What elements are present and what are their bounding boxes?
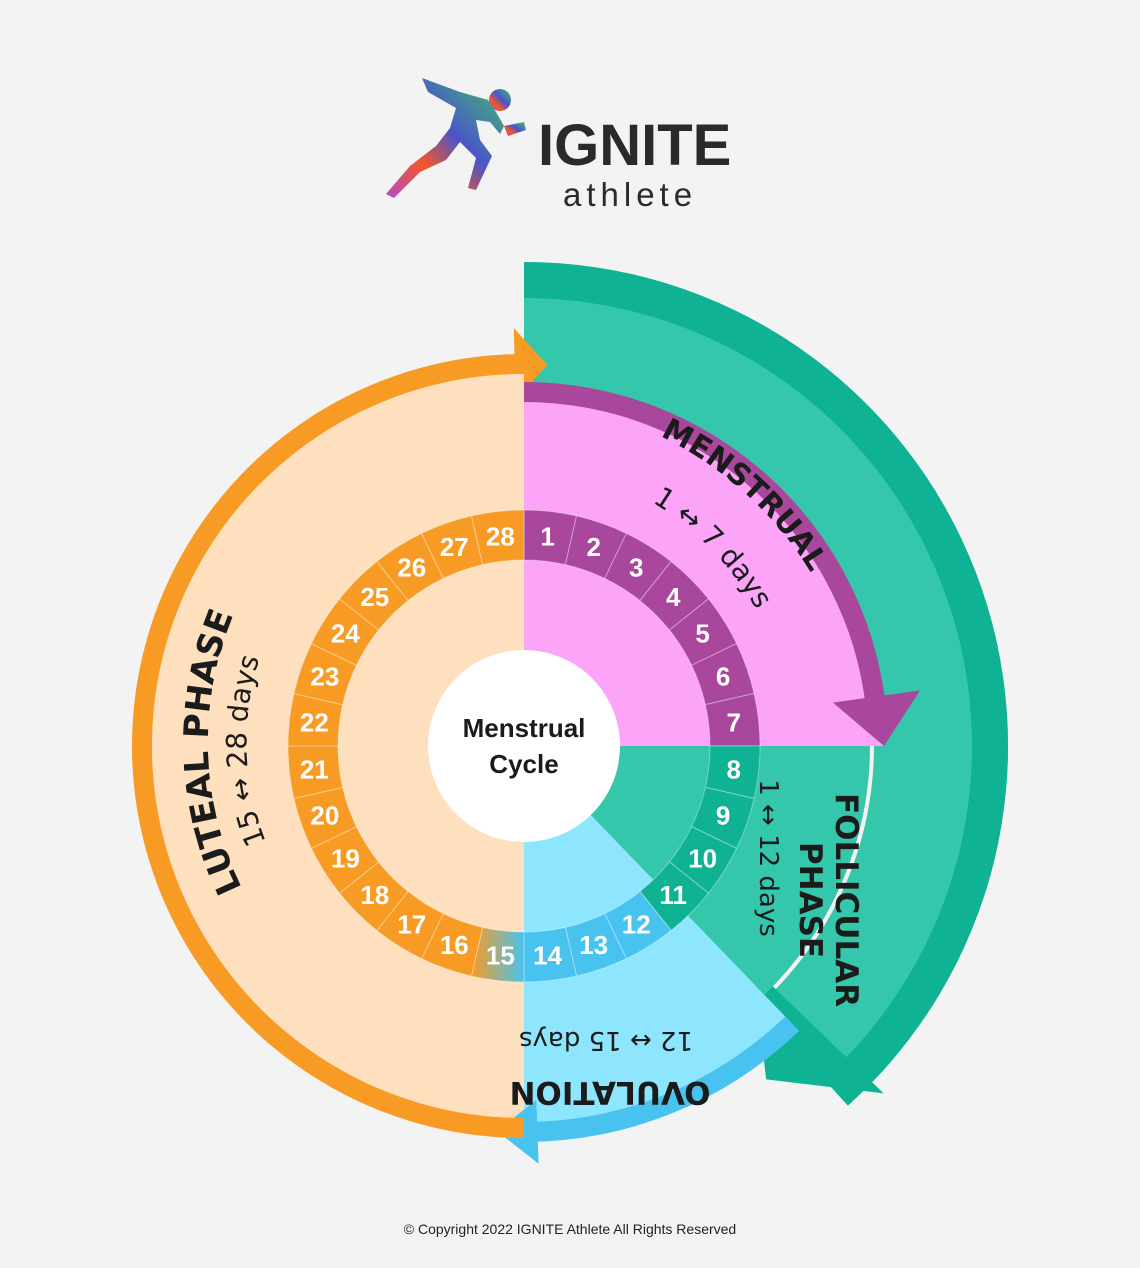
day-label: 20 — [310, 801, 339, 831]
day-label: 27 — [440, 532, 469, 562]
brand-logo: IGNITE athlete — [380, 70, 780, 220]
day-label: 5 — [695, 619, 709, 649]
day-label: 28 — [486, 521, 515, 551]
ovulation-range: 12 ↔ 15 days — [519, 1025, 693, 1055]
day-label: 18 — [360, 880, 389, 910]
day-label: 1 — [540, 521, 554, 551]
day-segment — [604, 890, 672, 960]
day-segment — [420, 515, 484, 580]
day-segment — [338, 861, 409, 932]
day-label: 12 — [622, 910, 651, 940]
menstrual-arrow-band — [524, 382, 887, 711]
day-label: 15 — [486, 941, 515, 971]
day-label: 3 — [629, 552, 643, 582]
day-label: 17 — [397, 910, 426, 940]
day-label: 19 — [331, 843, 360, 873]
day-label: 13 — [579, 930, 608, 960]
day-segment — [668, 598, 738, 666]
day-label: 25 — [360, 582, 389, 612]
menstrual-arrowhead — [832, 690, 921, 746]
ovulation-title: OVULATION — [509, 1074, 710, 1110]
day-segment — [639, 560, 710, 631]
follicular-title-1: FOLLICULAR — [828, 793, 864, 1007]
day-segment — [564, 912, 628, 977]
center-line2: Cycle — [489, 749, 558, 779]
day-label: 10 — [688, 843, 717, 873]
day-segment — [293, 786, 358, 850]
day-label: 7 — [726, 707, 740, 737]
day-label: 23 — [310, 661, 339, 691]
copyright-text: © Copyright 2022 IGNITE Athlete All Righ… — [403, 1221, 737, 1237]
day-segment — [690, 642, 755, 706]
day-label: 22 — [300, 707, 329, 737]
day-label: 11 — [659, 880, 687, 910]
day-label: 21 — [300, 755, 329, 785]
runner-icon — [386, 78, 526, 198]
day-segment — [376, 532, 444, 602]
day-label: 16 — [440, 930, 469, 960]
follicular-arrowhead — [752, 966, 884, 1094]
day-label: 26 — [397, 552, 426, 582]
center-line1: Menstrual — [463, 713, 586, 743]
follicular-title-2: PHASE — [792, 842, 828, 958]
day-segment — [338, 560, 409, 631]
day-segment — [470, 509, 525, 566]
follicular-arrow-band — [524, 262, 1009, 1106]
day-label: 14 — [533, 941, 562, 971]
day-label: 6 — [716, 661, 730, 691]
day-label: 2 — [586, 532, 600, 562]
follicular-range: 1 ↔ 12 days — [753, 779, 783, 937]
brand-tagline: athlete — [563, 176, 697, 213]
day-segment — [639, 861, 710, 932]
brand-name: IGNITE — [538, 113, 731, 178]
center-circle — [428, 650, 620, 842]
day-label: 4 — [666, 582, 681, 612]
ovulation-arrow-band — [524, 1016, 800, 1142]
day-label: 8 — [726, 755, 740, 785]
day-label: 9 — [716, 801, 730, 831]
day-label: 24 — [331, 619, 360, 649]
menstrual-sector — [524, 386, 884, 746]
day-segment — [310, 826, 380, 894]
